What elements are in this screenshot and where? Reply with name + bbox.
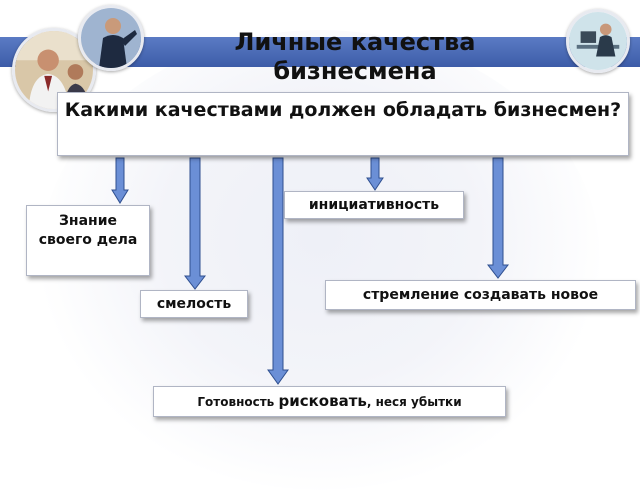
quality-risk-suffix: , неся убытки	[366, 395, 462, 409]
quality-risk-word: рисковать	[278, 392, 367, 410]
arrows-layer	[111, 157, 510, 385]
quality-initiative-text: инициативность	[308, 197, 440, 213]
quality-knowledge-text: Знание своего дела	[38, 213, 138, 248]
arrow-to-initiative	[366, 157, 384, 191]
quality-box-risk: Готовность рисковать, неся убытки	[153, 386, 506, 417]
arrow-to-risk	[267, 157, 289, 385]
quality-box-innovation: стремление создавать новое	[325, 280, 636, 310]
quality-box-courage: смелость	[140, 290, 248, 318]
quality-courage-text: смелость	[156, 296, 232, 312]
quality-risk-prefix: Готовность	[197, 395, 279, 409]
arrow-to-courage	[183, 157, 207, 290]
quality-box-initiative: инициативность	[284, 191, 464, 219]
quality-innovation-text: стремление создавать новое	[362, 287, 599, 303]
central-question-text: Какими качествами должен обладать бизнес…	[64, 99, 622, 121]
businessman-photo-right	[566, 9, 630, 73]
arrow-to-innovation	[486, 157, 510, 279]
central-question-box: Какими качествами должен обладать бизнес…	[57, 92, 629, 156]
businessman-photo-center	[78, 5, 144, 71]
quality-box-knowledge: Знание своего дела	[26, 205, 150, 276]
arrow-to-knowledge	[111, 157, 129, 204]
page-title: Личные качества бизнесмена	[234, 28, 476, 85]
